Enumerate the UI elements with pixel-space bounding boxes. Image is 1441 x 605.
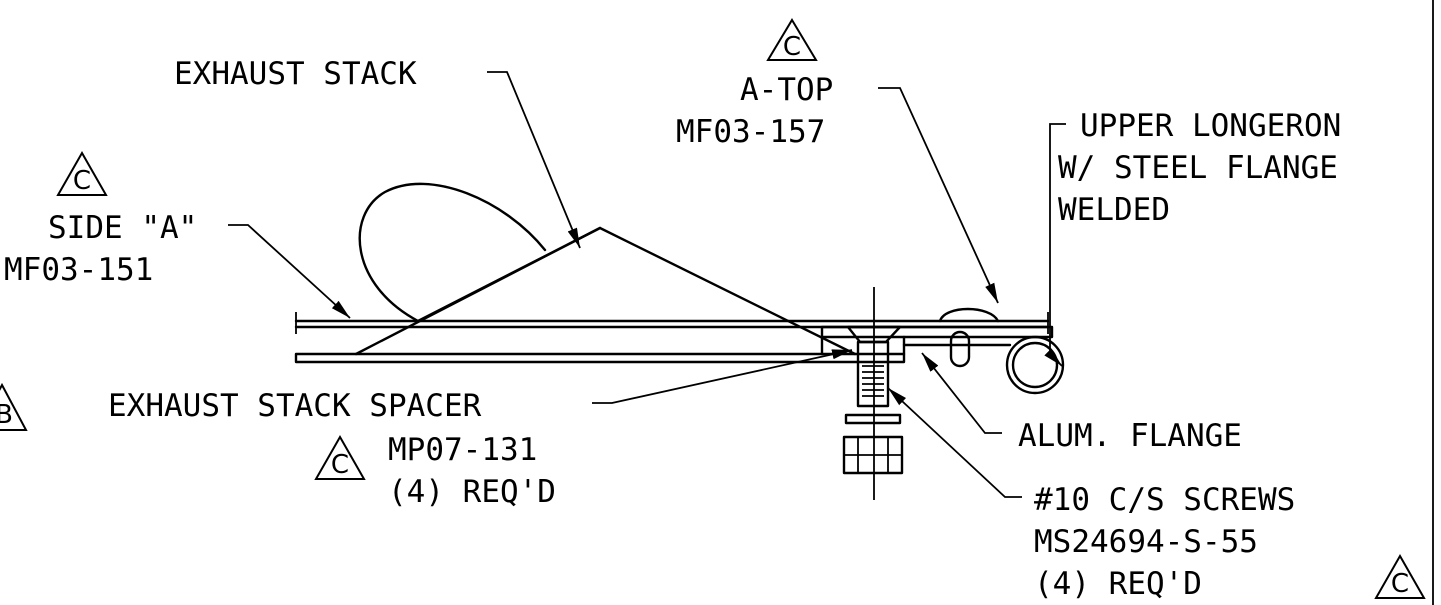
spacer-plate bbox=[294, 352, 906, 364]
label-side-a: SIDE "A" bbox=[48, 210, 197, 246]
label-spacer-qty: (4) REQ'D bbox=[388, 474, 556, 510]
label-spacer: EXHAUST STACK SPACER bbox=[108, 388, 482, 424]
svg-text:C: C bbox=[783, 32, 801, 62]
label-upper-longeron-2: W/ STEEL FLANGE bbox=[1058, 150, 1338, 186]
upper-longeron-tube bbox=[1005, 335, 1065, 395]
label-screws: #10 C/S SCREWS bbox=[1034, 482, 1295, 518]
label-exhaust-stack: EXHAUST STACK bbox=[174, 56, 417, 92]
label-upper-longeron-1: UPPER LONGERON bbox=[1080, 108, 1341, 144]
label-alum-flange: ALUM. FLANGE bbox=[1018, 418, 1242, 454]
label-spacer-part: MP07-131 bbox=[388, 432, 537, 468]
label-upper-longeron-3: WELDED bbox=[1058, 192, 1170, 228]
label-screws-part: MS24694-S-55 bbox=[1034, 524, 1258, 560]
svg-text:B: B bbox=[0, 400, 13, 430]
label-side-a-part: MF03-151 bbox=[4, 252, 153, 288]
svg-text:C: C bbox=[73, 166, 91, 196]
a-top-flange bbox=[820, 325, 1054, 356]
revision-mark-a-top: C bbox=[766, 18, 818, 62]
revision-mark-side-a: C bbox=[56, 150, 108, 196]
svg-text:C: C bbox=[1391, 569, 1409, 599]
label-screws-qty: (4) REQ'D bbox=[1034, 566, 1202, 602]
revision-mark-screws: C bbox=[1374, 553, 1426, 599]
label-a-top: A-TOP bbox=[740, 72, 833, 108]
alum-flange bbox=[902, 307, 1012, 368]
screw-assembly bbox=[842, 287, 904, 500]
exhaust-stack-shape bbox=[354, 182, 857, 356]
revision-mark-spacer: C bbox=[314, 434, 366, 480]
revision-mark-b-partial: B bbox=[0, 382, 28, 431]
leader-lines bbox=[228, 71, 1066, 498]
label-a-top-part: MF03-157 bbox=[676, 114, 825, 150]
svg-text:C: C bbox=[331, 450, 349, 480]
